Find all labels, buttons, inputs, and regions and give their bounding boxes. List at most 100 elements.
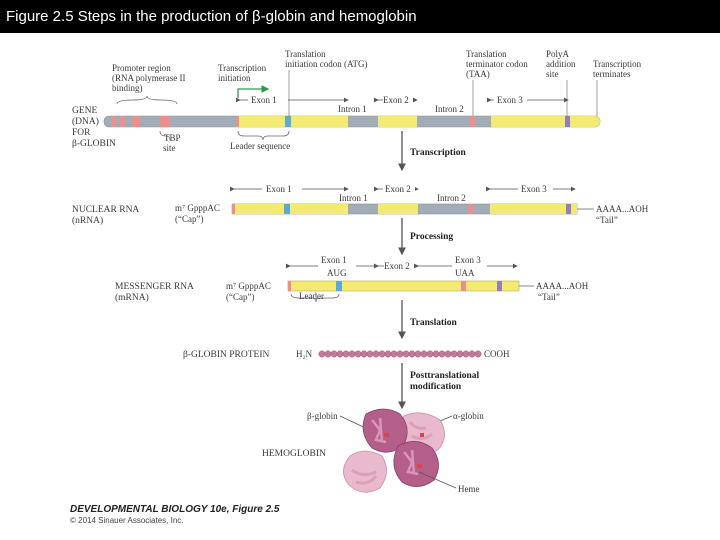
nrna-cap-2: (“Cap”) — [175, 214, 203, 224]
gene-label-line4: β-GLOBIN — [72, 139, 116, 149]
amino-acid-bead — [384, 350, 392, 358]
nrna-exon1-label: Exon 1 — [266, 184, 292, 194]
nrna-intron2-label: Intron 2 — [437, 193, 466, 203]
mrna-cap-2: (“Cap”) — [226, 292, 254, 302]
amino-acid-bead — [426, 350, 434, 358]
gene-label-line3: FOR — [72, 128, 91, 138]
amino-acid-bead — [342, 350, 350, 358]
mrna-label-1: MESSENGER RNA — [115, 282, 194, 292]
dna-exon1 — [236, 116, 348, 127]
leader-bracket — [237, 130, 290, 141]
nrna-exon3-label: Exon 3 — [521, 184, 547, 194]
leader-sequence-label: Leader sequence — [230, 141, 290, 151]
nrna-label-1: NUCLEAR RNA — [72, 205, 139, 215]
mrna-uaa-label: UAA — [455, 268, 475, 278]
promoter-bracket — [116, 95, 178, 105]
tbp-label-1: TBP — [164, 133, 181, 143]
step-posttranslational-2: modification — [410, 382, 462, 392]
hemoglobin-label: HEMOGLOBIN — [262, 449, 326, 459]
promoter-label-2: (RNA polymerase II — [112, 73, 185, 83]
amino-acid-bead — [330, 350, 338, 358]
amino-acid-bead — [324, 350, 332, 358]
amino-acid-bead — [444, 350, 452, 358]
nuclear-rna-section: NUCLEAR RNA (nRNA) m⁷ GpppAC (“Cap”) Exo… — [72, 183, 649, 226]
amino-acid-bead — [432, 350, 440, 358]
mrna-leader-bracket — [290, 293, 340, 303]
gene-exon1-label: Exon 1 — [251, 95, 277, 105]
beta-globin-label: β-globin — [307, 411, 338, 421]
mrna-cap-1: m⁷ GpppAC — [226, 281, 271, 291]
step-processing: Processing — [410, 232, 453, 242]
amino-acid-bead — [414, 350, 422, 358]
amino-acid-bead — [366, 350, 374, 358]
gene-intron2-label: Intron 2 — [435, 104, 464, 114]
mrna-tail-1: AAAA...AOH — [536, 281, 589, 291]
amino-acid-bead — [474, 350, 482, 358]
promoter-label-1: Promoter region — [112, 63, 171, 73]
protein-c-term: COOH — [484, 349, 510, 359]
amino-acid-bead — [348, 350, 356, 358]
polya-label-2: addition — [546, 59, 576, 69]
amino-acid-bead — [450, 350, 458, 358]
amino-acid-bead — [402, 350, 410, 358]
tx-init-label-1: Transcription — [218, 63, 267, 73]
amino-acid-bead — [438, 350, 446, 358]
gene-exon3-label: Exon 3 — [497, 95, 523, 105]
nrna-label-2: (nRNA) — [72, 215, 103, 226]
mrna-aug-label: AUG — [327, 268, 347, 278]
step-translation: Translation — [410, 318, 458, 328]
nrna-tail-2: “Tail” — [596, 215, 618, 225]
amino-acid-bead — [456, 350, 464, 358]
mrna-section: MESSENGER RNA (mRNA) m⁷ GpppAC (“Cap”) E… — [115, 255, 589, 303]
nrna-intron1-label: Intron 1 — [339, 193, 368, 203]
mrna-exon1-label: Exon 1 — [321, 255, 347, 265]
amino-acid-bead — [354, 350, 362, 358]
gene-label-line2: (DNA) — [72, 116, 99, 127]
dna-exon2 — [378, 116, 417, 127]
polya-label-3: site — [546, 69, 559, 79]
amino-acid-bead — [462, 350, 470, 358]
amino-acid-bead — [336, 350, 344, 358]
protein-bead-chain — [318, 350, 482, 358]
mrna-bar — [287, 280, 520, 292]
mrna-exon3-label: Exon 3 — [455, 255, 481, 265]
amino-acid-bead — [360, 350, 368, 358]
step-transcription: Transcription — [410, 148, 466, 158]
protein-section: β-GLOBIN PROTEIN H₂N COOH — [183, 349, 510, 360]
protein-n-term: H₂N — [296, 349, 313, 359]
credit-line1: DEVELOPMENTAL BIOLOGY 10e, Figure 2.5 — [70, 504, 280, 515]
tl-init-label-1: Translation — [285, 49, 326, 59]
gene-intron1-label: Intron 1 — [338, 104, 367, 114]
tl-term-label-3: (TAA) — [466, 69, 490, 79]
gene-section: GENE (DNA) FOR β-GLOBIN Promoter region … — [72, 49, 642, 153]
hemoglobin-section: HEMOGLOBIN β-globin α-globin Heme — [262, 408, 484, 494]
credit-line2: © 2014 Sinauer Associates, Inc. — [70, 516, 184, 525]
mrna-label-2: (mRNA) — [115, 292, 149, 303]
gene-exon2-label: Exon 2 — [383, 95, 409, 105]
nrna-tail-1: AAAA...AOH — [596, 204, 649, 214]
amino-acid-bead — [378, 350, 386, 358]
polya-label-1: PolyA — [546, 49, 570, 59]
heme-label: Heme — [458, 484, 480, 494]
figure-title: Figure 2.5 Steps in the production of β-… — [6, 8, 417, 25]
tl-term-label-2: terminator codon — [466, 59, 528, 69]
step-posttranslational-1: Posttranslational — [410, 371, 480, 381]
amino-acid-bead — [372, 350, 380, 358]
amino-acid-bead — [468, 350, 476, 358]
tx-init-label-2: initiation — [218, 73, 251, 83]
mrna-exon2-label: Exon 2 — [384, 261, 410, 271]
tbp-label-2: site — [163, 143, 176, 153]
promoter-label-3: binding) — [112, 83, 143, 93]
mrna-leader-label: Leader — [299, 291, 324, 301]
tl-term-label-1: Translation — [466, 49, 507, 59]
nrna-cap-1: m⁷ GpppAC — [175, 203, 220, 213]
protein-label: β-GLOBIN PROTEIN — [183, 350, 270, 360]
amino-acid-bead — [318, 350, 326, 358]
alpha-globin-label: α-globin — [453, 411, 484, 421]
mrna-tail-2: “Tail” — [538, 292, 560, 302]
tx-term-label-1: Transcription — [593, 59, 642, 69]
gene-label-line1: GENE — [72, 106, 98, 116]
amino-acid-bead — [408, 350, 416, 358]
title-bar: Figure 2.5 Steps in the production of β-… — [0, 0, 720, 33]
